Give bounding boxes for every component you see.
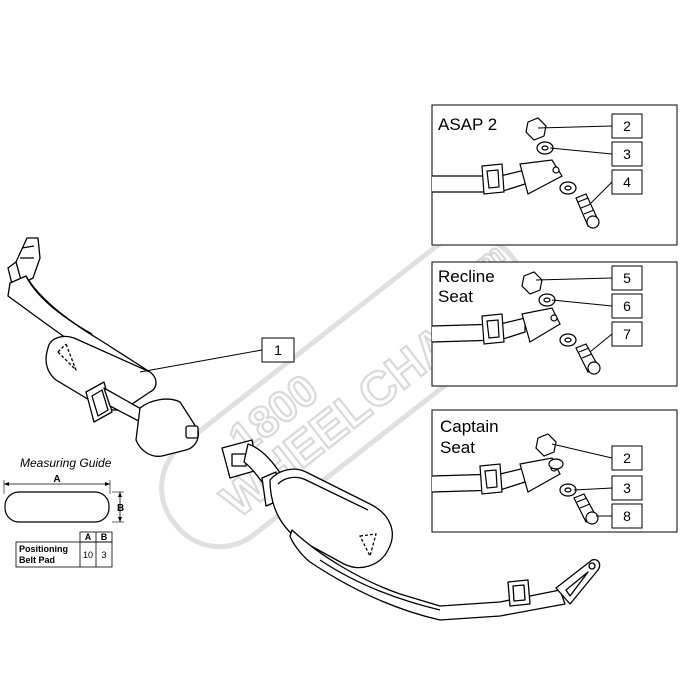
inset-1-title: ASAP 2 xyxy=(438,115,497,134)
table-row-label-2: Belt Pad xyxy=(19,555,55,565)
dim-b-label: B xyxy=(117,503,124,514)
right-pad xyxy=(269,468,393,569)
inset-2-title-2: Seat xyxy=(438,287,473,306)
inset-1-callout-b: 3 xyxy=(623,146,631,162)
right-end-bracket xyxy=(555,558,601,605)
inset-asap-2: ASAP 2 2 3 4 xyxy=(431,104,678,246)
table-row-label-1: Positioning xyxy=(19,544,68,554)
measuring-guide-title: Measuring Guide xyxy=(20,456,112,470)
inset-2-title-1: Recline xyxy=(438,267,495,286)
inset-3-callout-a: 2 xyxy=(623,450,631,466)
inset-3-callout-c: 8 xyxy=(623,508,631,524)
left-pad xyxy=(45,335,157,411)
pad-outline xyxy=(4,491,110,523)
inset-2-callout-c: 7 xyxy=(623,326,631,342)
table-header-a: A xyxy=(85,532,92,542)
inset-3-title-2: Seat xyxy=(440,438,475,457)
inset-recline-seat: Recline Seat 5 6 7 xyxy=(431,261,678,387)
inset-3-title-1: Captain xyxy=(440,417,499,436)
table-value-b: 3 xyxy=(101,550,106,560)
inset-1-callout-a: 2 xyxy=(623,118,631,134)
measuring-guide: Measuring Guide A B A B Positioning Belt… xyxy=(3,456,124,568)
dim-a-label: A xyxy=(53,474,60,485)
measuring-table xyxy=(15,531,113,568)
callout-main: 1 xyxy=(139,337,295,373)
callout-main-number: 1 xyxy=(274,342,282,358)
inset-captain-seat: Captain Seat 2 3 8 xyxy=(431,409,678,533)
table-header-b: B xyxy=(101,532,108,542)
inset-2-callout-a: 5 xyxy=(623,270,631,286)
center-buckle-female xyxy=(135,398,200,457)
buckle-release-button xyxy=(185,425,199,439)
inset-2-callout-b: 6 xyxy=(623,298,631,314)
inset-3-callout-b: 3 xyxy=(623,480,631,496)
table-value-a: 10 xyxy=(83,550,93,560)
nut-icon xyxy=(525,117,547,141)
inset-1-callout-c: 4 xyxy=(623,174,631,190)
positioning-belt-drawing xyxy=(7,237,601,621)
